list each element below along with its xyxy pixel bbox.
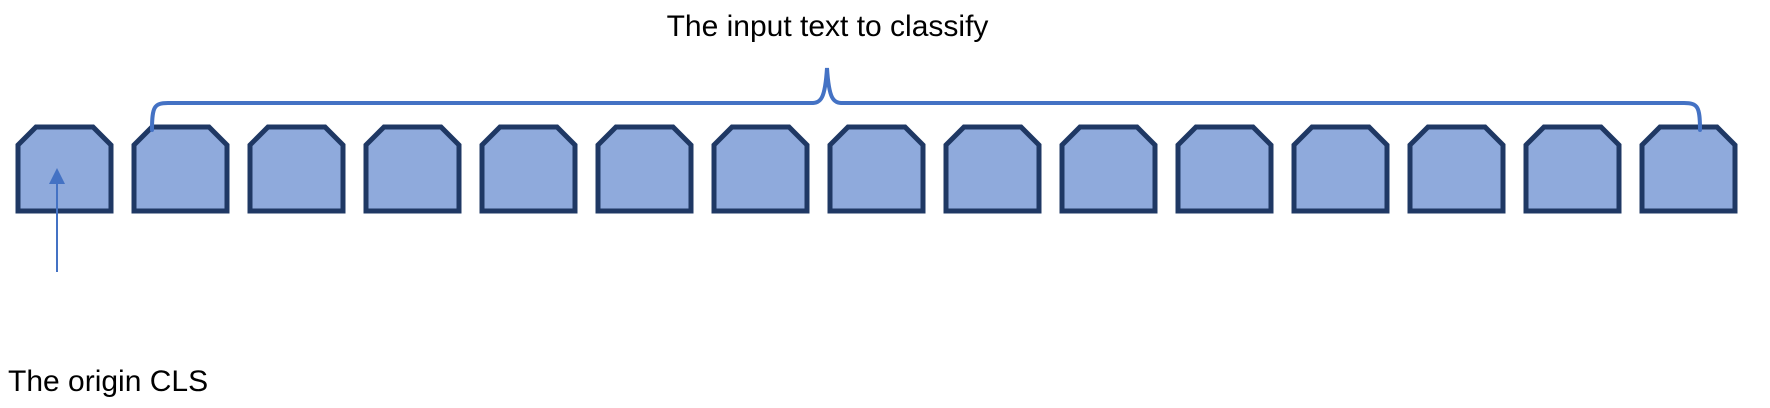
input-text-title-label: The input text to classify xyxy=(666,10,989,43)
token-box xyxy=(827,124,926,214)
token-box xyxy=(247,124,346,214)
token-box xyxy=(1523,124,1622,214)
token-box xyxy=(1175,124,1274,214)
pointer-arrowhead xyxy=(49,168,65,184)
token-box xyxy=(595,124,694,214)
cls-token-caption: The origin CLS token of BERT xyxy=(8,282,208,408)
token-box xyxy=(1639,124,1738,214)
cls-pointer-arrow xyxy=(49,168,65,272)
token-box xyxy=(1059,124,1158,214)
token-box xyxy=(1291,124,1390,214)
cls-caption-line-1: The origin CLS xyxy=(8,365,209,398)
token-box-group xyxy=(15,124,1738,214)
token-box xyxy=(943,124,1042,214)
token-box xyxy=(131,124,230,214)
token-box xyxy=(479,124,578,214)
token-box xyxy=(711,124,810,214)
token-box xyxy=(15,124,114,214)
brace-path xyxy=(150,67,1702,132)
token-box xyxy=(363,124,462,214)
token-box xyxy=(1407,124,1506,214)
input-span-brace xyxy=(150,67,1702,132)
